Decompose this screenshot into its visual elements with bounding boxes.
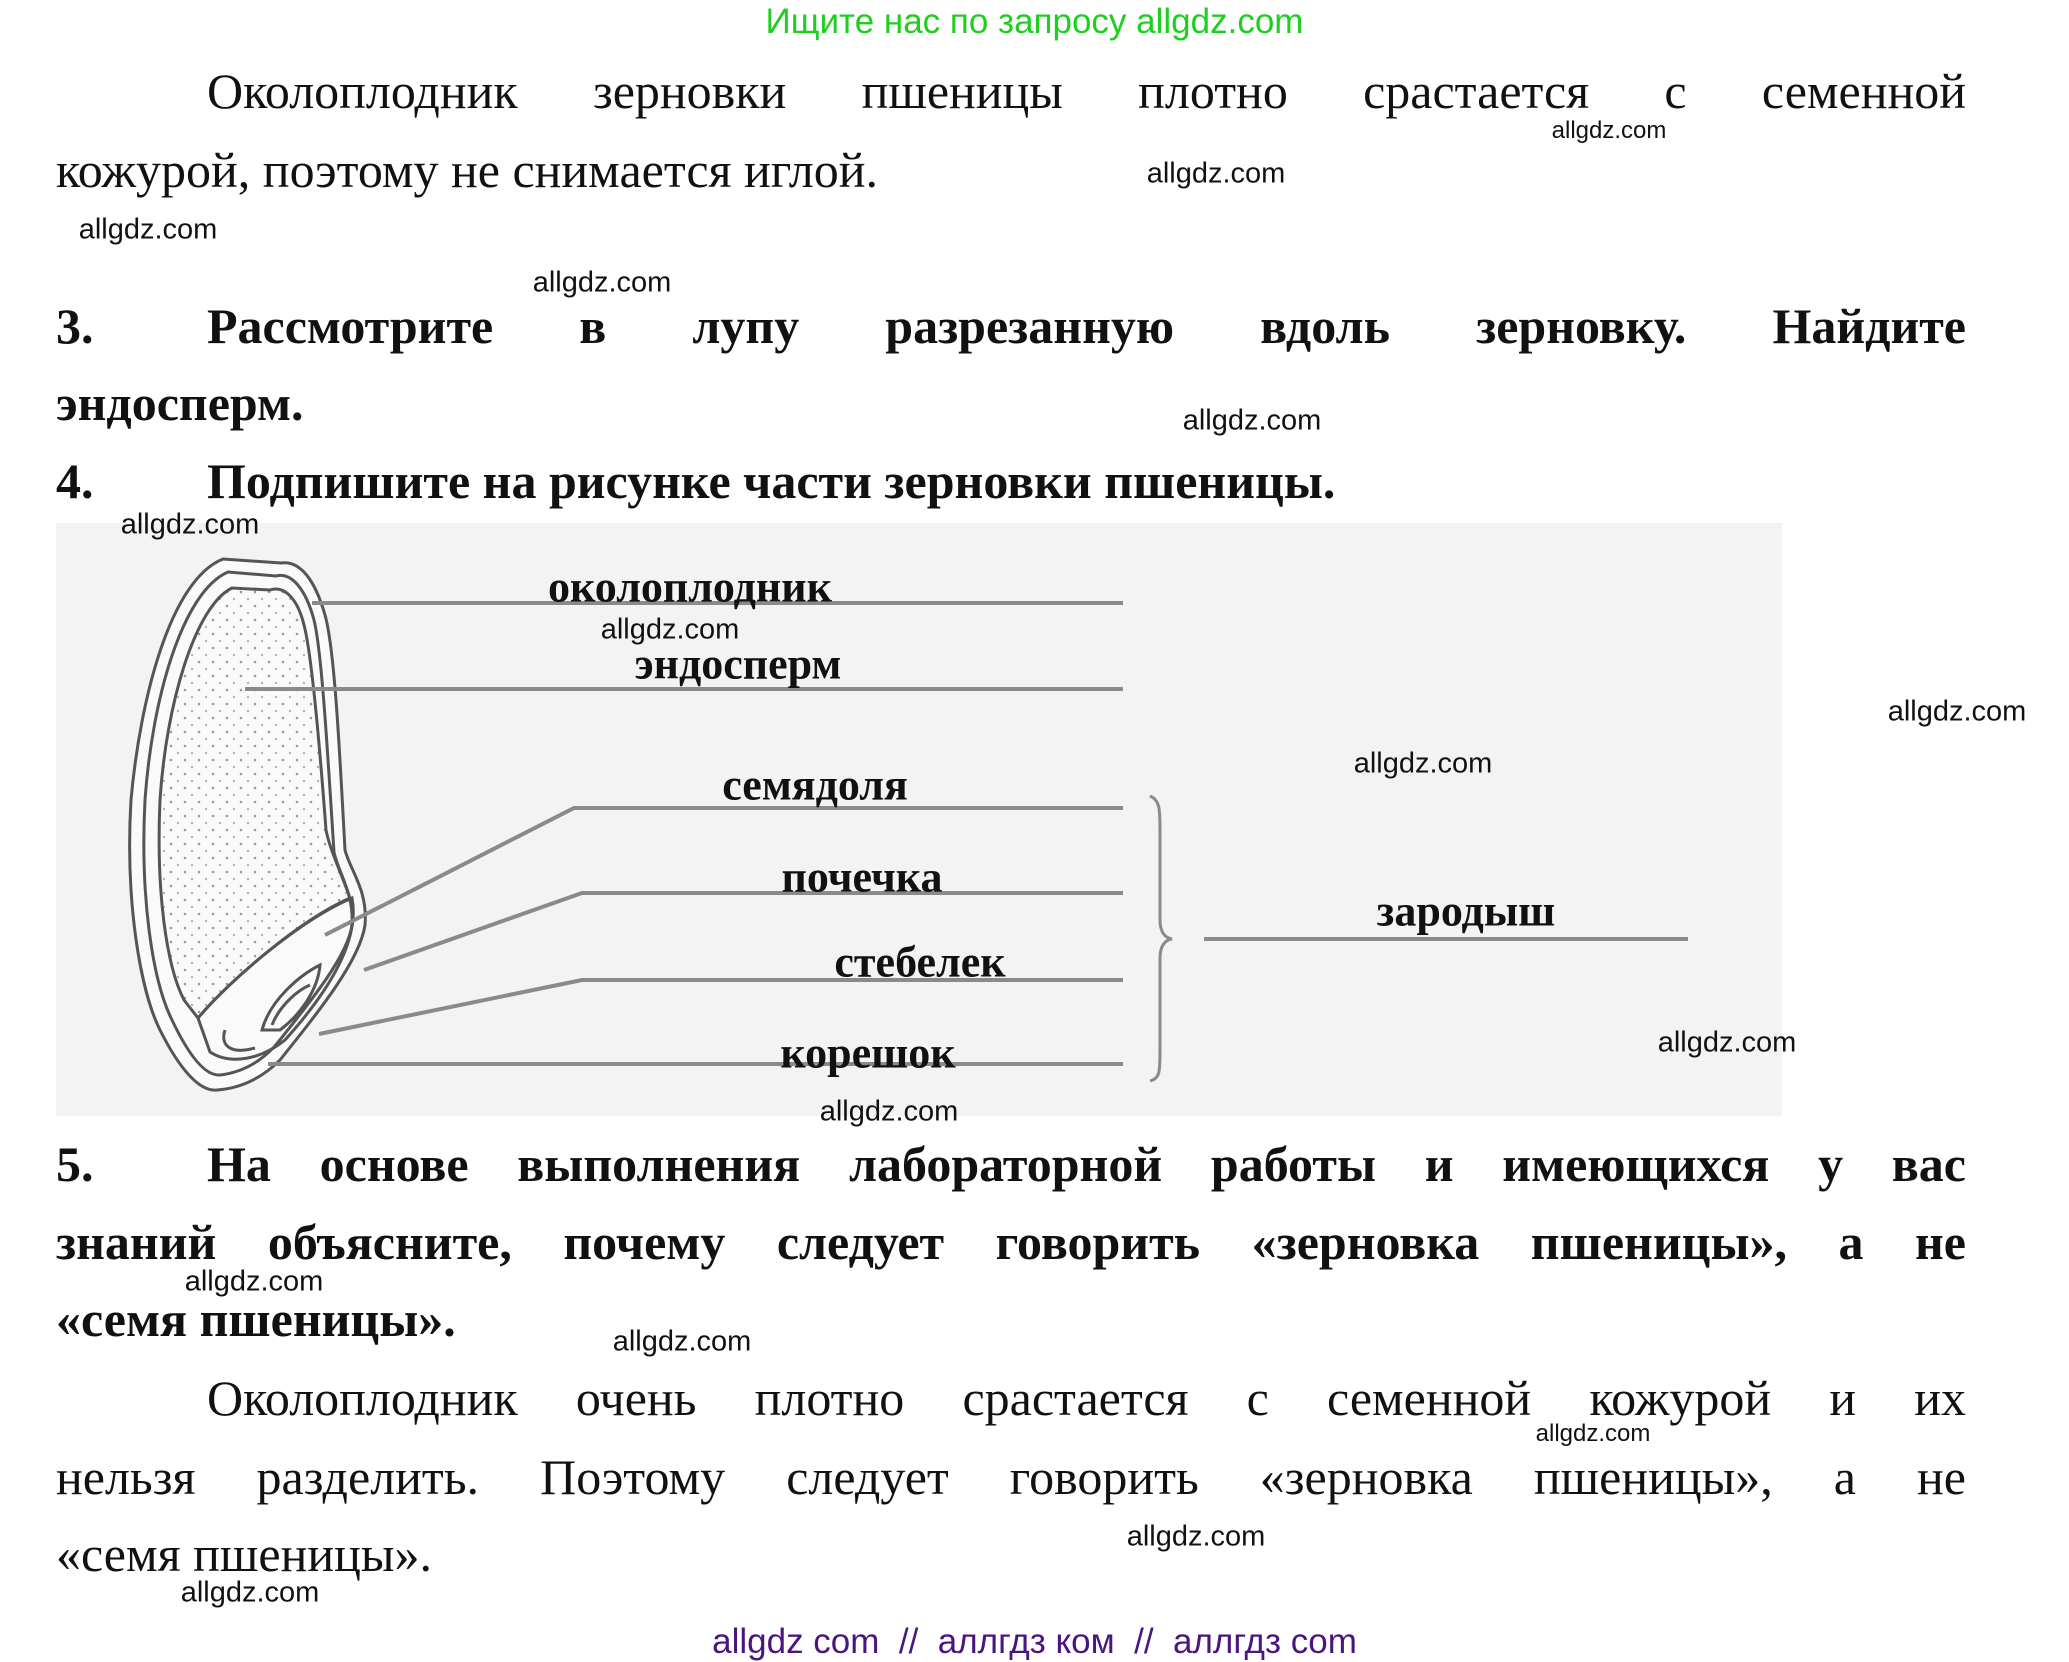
watermark: allgdz.com (78, 213, 218, 246)
watermark: allgdz.com (600, 613, 740, 646)
watermark: allgdz.com (1887, 695, 2027, 728)
task3-number: 3. (56, 298, 94, 354)
watermark: allgdz.com (612, 1325, 752, 1358)
watermark: allgdz.com (532, 266, 672, 299)
watermark: allgdz.com (1126, 1520, 1266, 1553)
embryo-brace (1149, 794, 1173, 1083)
task3-line2: эндосперм. (56, 375, 304, 431)
watermark: allgdz.com (1535, 1420, 1651, 1447)
bud-leader-line (363, 891, 1123, 972)
watermark: allgdz.com (180, 1576, 320, 1609)
watermark: allgdz.com (1657, 1026, 1797, 1059)
paragraph1-line2: кожурой, поэтому не снимается иглой. (56, 142, 878, 198)
task3-line1: Рассмотрите в лупу разрезанную вдоль зер… (207, 298, 1966, 354)
label-cotyledon: семядоля (722, 760, 908, 810)
watermark: allgdz.com (1551, 117, 1667, 144)
watermark: allgdz.com (1353, 747, 1493, 780)
paragraph1-line1: Околоплодник зерновки пшеницы плотно сра… (207, 63, 1966, 119)
answer-line2: нельзя разделить. Поэтому следует говори… (56, 1449, 1966, 1505)
label-pericarp: околоплодник (548, 562, 832, 612)
task4-number: 4. (56, 453, 94, 509)
watermark: allgdz.com (1146, 157, 1286, 190)
watermark: allgdz.com (184, 1265, 324, 1298)
footer-links: allgdz com // аллгдз ком // аллгдз com (712, 1622, 1357, 1661)
grain-outline (128, 557, 367, 1092)
watermark: allgdz.com (819, 1095, 959, 1128)
search-banner: Ищите нас по запросу allgdz.com (765, 2, 1304, 41)
leader-lines (245, 601, 1688, 1083)
label-stem: стебелек (834, 937, 1006, 987)
watermark: allgdz.com (120, 508, 260, 541)
label-endosperm: эндосперм (634, 639, 842, 689)
task5-line1: На основе выполнения лабораторной работы… (207, 1136, 1966, 1192)
task5-line3: «семя пшеницы». (56, 1291, 456, 1347)
task5-line2: знаний объясните, почему следует говорит… (56, 1214, 1966, 1270)
label-bud: почечка (781, 852, 943, 902)
task5-number: 5. (56, 1136, 94, 1192)
stem-leader-line (318, 978, 1123, 1036)
label-embryo: зародыш (1376, 886, 1556, 936)
answer-line1: Околоплодник очень плотно срастается с с… (207, 1370, 1966, 1426)
watermark: allgdz.com (1182, 404, 1322, 437)
label-root: корешок (780, 1028, 956, 1078)
cotyledon-leader-line (324, 806, 1123, 937)
answer-line3: «семя пшеницы». (56, 1526, 432, 1582)
task4-line1: Подпишите на рисунке части зерновки пшен… (207, 453, 1336, 509)
